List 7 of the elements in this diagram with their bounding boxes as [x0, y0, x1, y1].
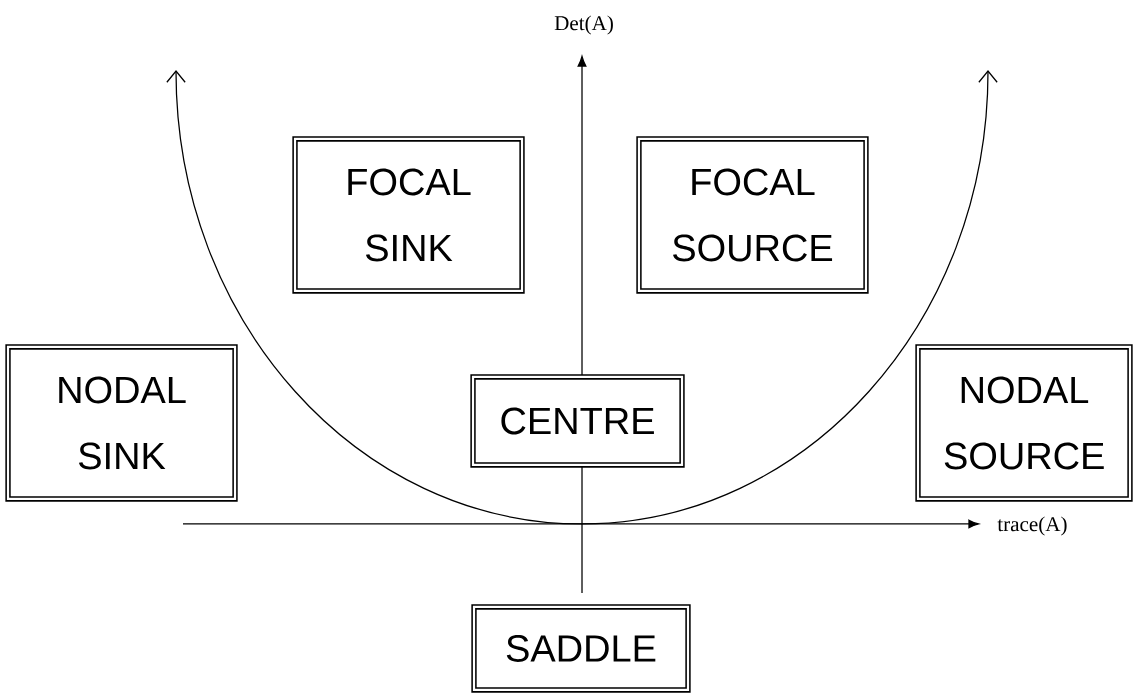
classification-box: FOCAL SOURCE	[636, 136, 869, 294]
axis-label: Det(A)	[554, 15, 613, 35]
classification-box: FOCAL SINK	[292, 136, 525, 294]
classification-box: NODAL SOURCE	[915, 344, 1133, 502]
classification-box: NODAL SINK	[5, 344, 238, 502]
classification-box: SADDLE	[471, 604, 691, 693]
classification-box: CENTRE	[470, 374, 685, 468]
